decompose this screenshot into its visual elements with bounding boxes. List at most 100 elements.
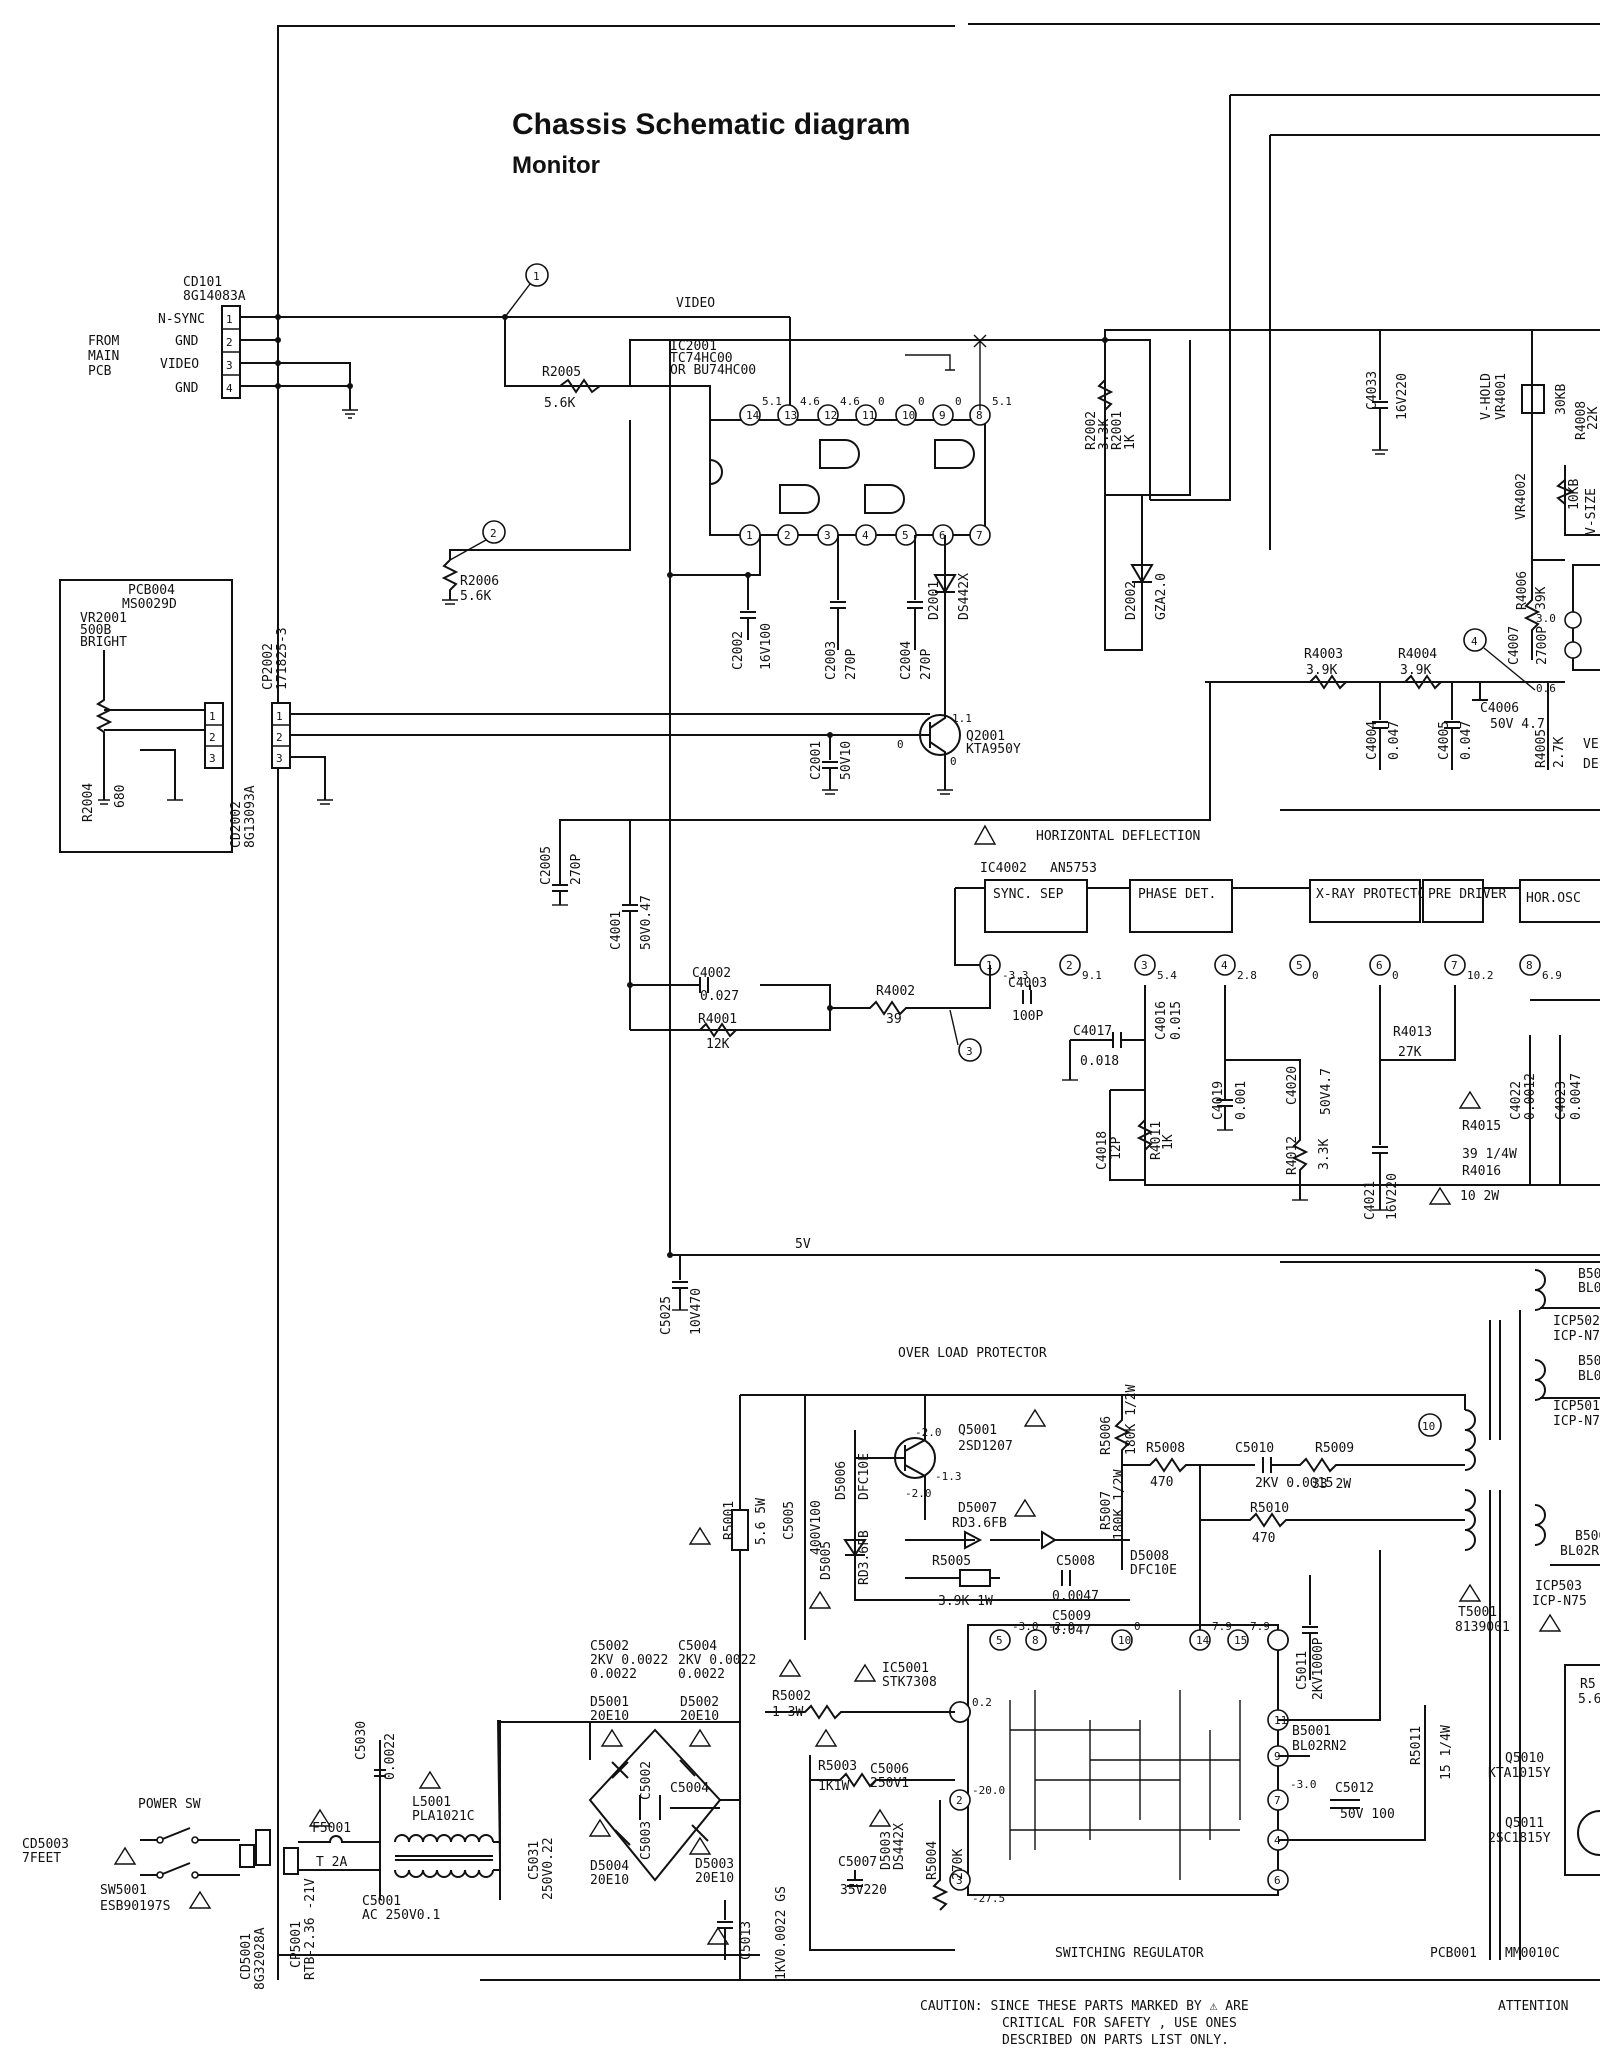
r2001-value: 1K xyxy=(1123,434,1138,450)
b5003-ref: B5003 xyxy=(1578,1354,1600,1369)
svg-text:1: 1 xyxy=(276,710,283,723)
d5005-value: RD3.6FB xyxy=(857,1530,872,1585)
ic2001-top-pin-number: 14 xyxy=(746,409,760,422)
ic2001-bottom-pin-7 xyxy=(969,524,991,546)
r2006-ref: R2006 xyxy=(460,574,499,589)
ic5001-value: STK7308 xyxy=(882,1675,937,1690)
vr2001-label: BRIGHT xyxy=(80,635,127,650)
ic5001-r9-pin-number: 9 xyxy=(1274,1750,1281,1763)
ic5001-top-pin-voltage: 0 xyxy=(1134,1620,1141,1633)
r5002-ref: R5002 xyxy=(772,1689,811,1704)
r-cut-value: 5.6 xyxy=(1578,1692,1600,1707)
olp-label: OVER LOAD PROTECTOR xyxy=(898,1346,1047,1361)
r2005-value: 5.6K xyxy=(544,396,575,411)
vr4002-value: 10KB xyxy=(1567,479,1582,510)
c5002-value: 2KV 0.0022 xyxy=(590,1653,668,1668)
d5003-value: 20E10 xyxy=(695,1871,734,1886)
r2004-value: 680 xyxy=(113,785,128,808)
ic2001-top-pin-number: 11 xyxy=(862,409,875,422)
r4004-value: 3.9K xyxy=(1400,663,1431,678)
video-caps: C2002 16V100 C2003 270P C2004 270P D2001… xyxy=(667,340,972,1255)
c2003-value: 270P xyxy=(844,649,859,680)
c4006-ref: C4006 xyxy=(1480,701,1519,716)
ic2001-top-pin-number: 9 xyxy=(939,409,946,422)
ic5001-r7-pin-7 xyxy=(1267,1789,1289,1811)
q5010-value: KTA1015Y xyxy=(1488,1766,1551,1781)
c2005-value: 270P xyxy=(569,854,584,885)
ic2001-bottom-pin-number: 2 xyxy=(784,529,791,542)
cd101-pin-num-4: 4 xyxy=(226,382,233,395)
icp5002-value: ICP-N75 xyxy=(1553,1329,1600,1344)
c5013-value: 1KV0.0022 GS xyxy=(774,1886,789,1980)
r4008-ref: R4008 xyxy=(1574,401,1589,440)
ic2001-alt: OR BU74HC00 xyxy=(670,363,756,378)
ic4002-ref: IC4002 xyxy=(980,861,1027,876)
c5031-ref: C5031 xyxy=(527,1841,542,1880)
d5002-value: 20E10 xyxy=(680,1709,719,1724)
frame xyxy=(277,23,1600,1981)
c5008-ref: C5008 xyxy=(1056,1554,1095,1569)
b5001-ref: B5001 xyxy=(1292,1724,1331,1739)
power-section: OVER LOAD PROTECTOR 10 -2.0 -1.3 -2.0 Q5… xyxy=(688,1310,1521,1980)
pcb001-value: MM0010C xyxy=(1505,1946,1560,1961)
c2002-ref: C2002 xyxy=(731,631,746,670)
cd101-ref: CD101 xyxy=(183,275,222,290)
ic4002-pin-4 xyxy=(1214,954,1236,976)
c4002-value: 0.027 xyxy=(700,989,739,1004)
pcb004-block: PCB004 MS0029D VR2001 500B BRIGHT R2004 … xyxy=(59,579,258,853)
c2004-ref: C2004 xyxy=(899,641,914,680)
ic5001-r6-pin-number: 6 xyxy=(1274,1874,1281,1887)
c4020-ref: C4020 xyxy=(1285,1066,1300,1105)
cd5001-ref: CD5001 xyxy=(239,1933,254,1980)
d5007-ref: D5007 xyxy=(958,1501,997,1516)
r2002-ref: R2002 xyxy=(1084,411,1099,450)
c4004-value: 0.047 xyxy=(1387,721,1402,760)
r5004-ref: R5004 xyxy=(925,1841,940,1880)
svg-text:FROM: FROM xyxy=(88,334,119,349)
power-input: C5002 2KV 0.0022 0.0022 C5004 2KV 0.0022… xyxy=(22,1550,1562,1990)
r5003-ref: R5003 xyxy=(818,1759,857,1774)
caution-line-2: CRITICAL FOR SAFETY , USE ONES xyxy=(1002,2016,1237,2031)
c2001-ref: C2001 xyxy=(809,741,824,780)
d5006-ref: D5006 xyxy=(834,1461,849,1500)
svg-text:1: 1 xyxy=(209,710,216,723)
d2001-ref: D2001 xyxy=(927,581,942,620)
ic5001-top-pin-voltage: -2.0 xyxy=(1048,1620,1075,1633)
d5001-value: 20E10 xyxy=(590,1709,629,1724)
c4001-ref: C4001 xyxy=(609,911,624,950)
ic2001-bottom-pin-number: 1 xyxy=(746,529,753,542)
c4006-value: 50V 4.7 xyxy=(1490,717,1545,732)
q2001-ref: Q2001 xyxy=(966,729,1005,744)
cd101-pin-num-3: 3 xyxy=(226,359,233,372)
ic4002-pin-number: 4 xyxy=(1221,959,1228,972)
ic5001-left2-pin-voltage: -20.0 xyxy=(972,1784,1005,1797)
v-volt-1: 3.0 xyxy=(1536,612,1556,625)
cut-text-1: VE xyxy=(1583,737,1599,752)
vr4002-ref: VR4002 xyxy=(1514,473,1529,520)
ic5001-r7-pin-number: 7 xyxy=(1274,1794,1281,1807)
r4013-ref: R4013 xyxy=(1393,1025,1432,1040)
ic5001-left3-pin-voltage: -27.5 xyxy=(972,1892,1005,1905)
c4021-value: 16V220 xyxy=(1385,1173,1400,1220)
r5006-ref: R5006 xyxy=(1099,1416,1114,1455)
c5008-value: 0.0047 xyxy=(1052,1589,1099,1604)
ic2001-part: TC74HC00 xyxy=(670,351,733,366)
d5003b-value: DS442X xyxy=(892,1823,907,1870)
ic2001-bottom-pin-number: 4 xyxy=(862,529,869,542)
vr2001-value: 500B xyxy=(80,623,111,638)
ic4002-pin-voltage: 10.2 xyxy=(1467,969,1494,982)
b5002-value: BL0 xyxy=(1578,1281,1600,1296)
r4002-value: 39 xyxy=(886,1012,902,1027)
r4003-ref: R4003 xyxy=(1304,647,1343,662)
ic2001-top-pin-voltage: 0 xyxy=(878,395,885,408)
t5001-ref: T5001 xyxy=(1458,1605,1497,1620)
r5002-value: 1 3W xyxy=(772,1705,803,1720)
cd101-pin2-label: GND xyxy=(175,334,199,349)
ic4002-pin-number: 2 xyxy=(1066,959,1073,972)
d5002-ref: D5002 xyxy=(680,1695,719,1710)
marker-1: 1 xyxy=(533,270,540,283)
ic4002-pin-7 xyxy=(1444,954,1466,976)
block-sync-sep: SYNC. SEP xyxy=(993,887,1064,902)
cp2002-part: 171825-3 xyxy=(275,627,290,690)
cp2002-connector: 123 CP2002 171825-3 xyxy=(261,627,930,805)
